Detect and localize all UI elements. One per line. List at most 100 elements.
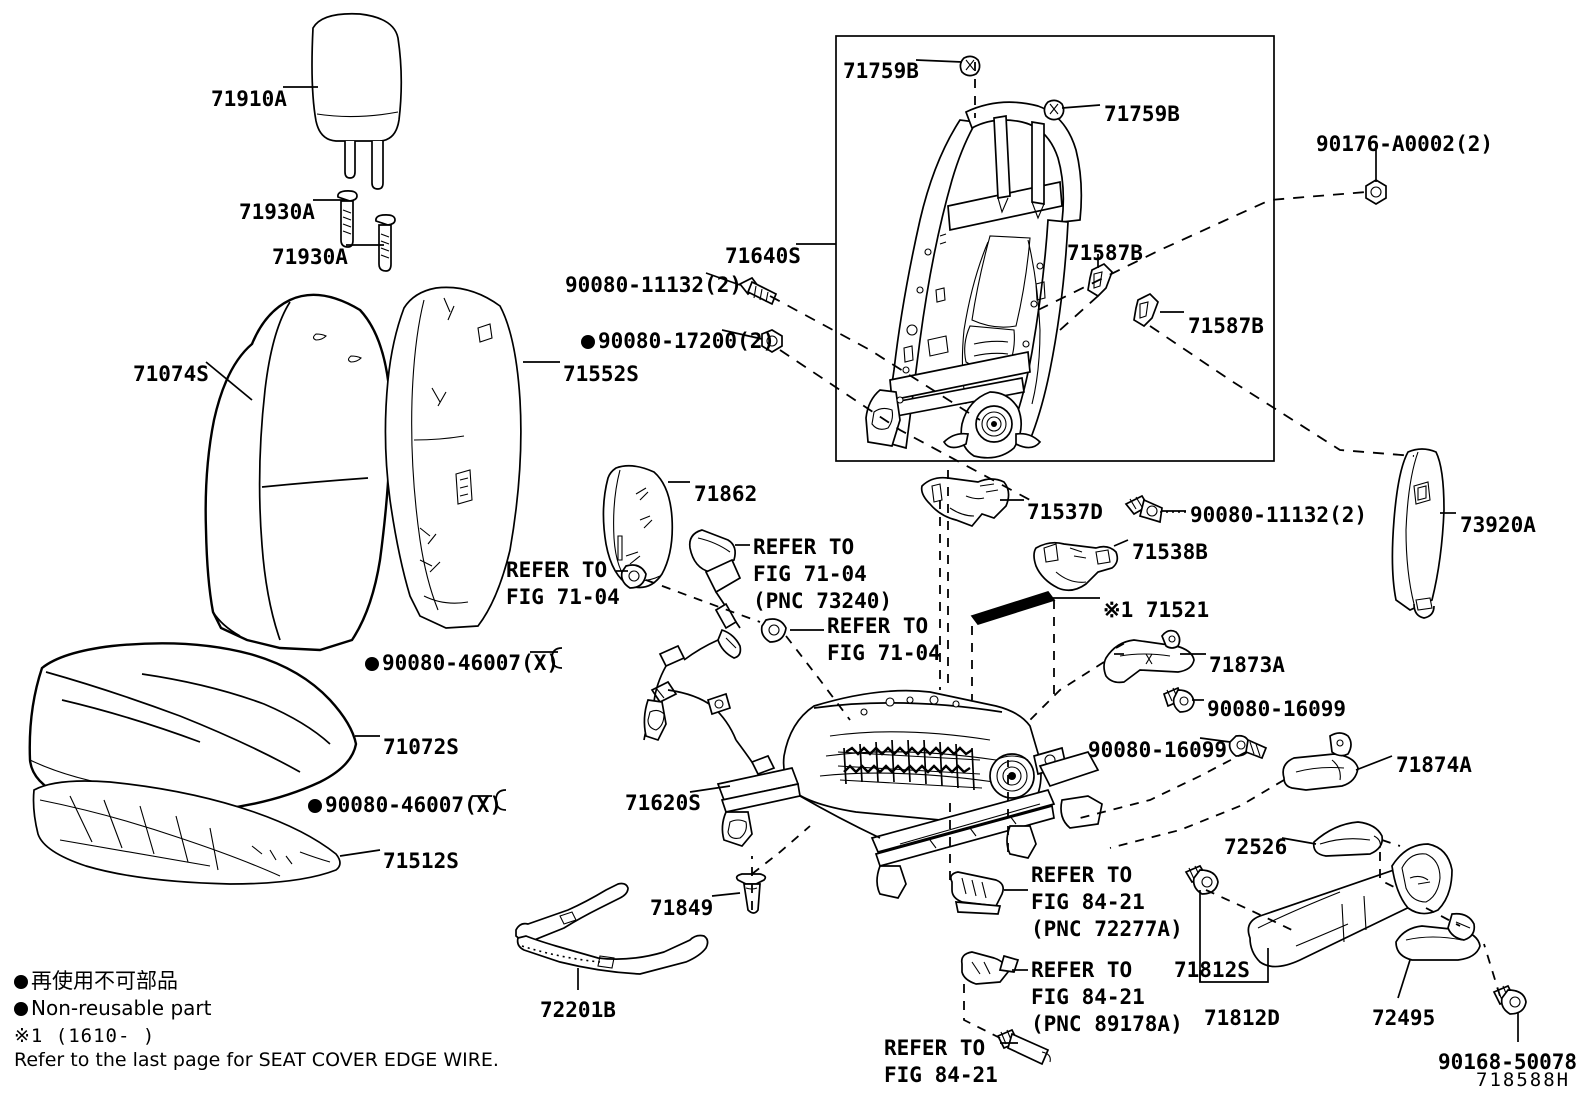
part-number-text: 71862	[694, 482, 758, 506]
part-71910A-headrest	[311, 12, 403, 190]
recliner-hub	[942, 391, 1042, 459]
part-number-text: 90080-11132(2)	[565, 273, 743, 297]
part-label-71587B: 71587B	[1188, 313, 1264, 340]
part-number-text: 90080-16099	[1207, 697, 1347, 721]
part-label-71862: 71862	[694, 481, 757, 508]
part-number-text: 71930A	[239, 200, 315, 224]
legend-japanese-row: 再使用不可部品	[14, 968, 178, 995]
clip-icon-90080-46007-upper	[551, 647, 563, 669]
part-71849-grommet	[735, 873, 767, 914]
refer-label-line: (PNC 73240)	[753, 588, 893, 613]
refer-label-line: REFER TO	[506, 558, 608, 582]
part-label-73920A: 73920A	[1460, 512, 1536, 539]
part-label-72526: 72526	[1224, 834, 1287, 861]
part-71074S-seatback-pad	[204, 293, 392, 652]
part-number-text: 71930A	[272, 245, 348, 269]
part-number-text: 71910A	[211, 87, 287, 111]
part-72201B-wire	[515, 882, 709, 975]
part-label-90168-50078: 90168-50078	[1438, 1049, 1577, 1076]
refer-label-line: (PNC 72277A)	[1031, 916, 1183, 941]
legend-note-mark: ※1 (1610- )	[14, 1025, 156, 1047]
part-number-text: 71512S	[383, 849, 459, 873]
part-73920A-side-shield	[1391, 448, 1445, 619]
part-number-text: 71759B	[843, 59, 919, 83]
refer-label-line: (PNC 89178A)	[1031, 1011, 1183, 1036]
part-label-90080-46007X: 90080-46007(X)	[365, 650, 559, 677]
refer-label-line: FIG 71-04	[827, 640, 941, 665]
part-label-71759B: 71759B	[1104, 101, 1180, 128]
diagram-id: 718588H	[1476, 1069, 1571, 1091]
part-71812S-clip	[1184, 864, 1219, 895]
part-90168-50078-bolt	[1492, 984, 1527, 1015]
legend-footer: Refer to the last page for SEAT COVER ED…	[14, 1049, 499, 1071]
part-71521-strip	[970, 591, 1056, 625]
part-number-text: 90080-16099	[1088, 738, 1228, 762]
part-number-text: 71537D	[1027, 500, 1103, 524]
part-connector-refer-7104-b	[760, 618, 787, 643]
part-71640S-seatback-frame	[865, 101, 1083, 459]
clip-icon-90080-46007-lower	[495, 789, 507, 811]
part-90080-17200-nut	[761, 329, 783, 353]
part-number-text: 71849	[650, 896, 714, 920]
part-label-72495: 72495	[1372, 1005, 1435, 1032]
part-label-71512S: 71512S	[383, 848, 459, 875]
part-number-text: 72526	[1224, 835, 1288, 859]
part-label-90080-111322: 90080-11132(2)	[565, 272, 742, 299]
part-label-71873A: 71873A	[1209, 652, 1285, 679]
part-number-text: 90168-50078	[1438, 1050, 1578, 1074]
part-71552S-seatback-cover	[384, 286, 522, 629]
part-label-71620S: 71620S	[625, 790, 701, 817]
part-number-text: 72201B	[540, 998, 616, 1022]
legend-english-row: Non-reusable part	[14, 996, 211, 1022]
assembly-dashed-lines	[645, 62, 1501, 1039]
refer-label-line: REFER TO	[827, 614, 929, 638]
part-label-72201B: 72201B	[540, 997, 616, 1024]
nonreusable-bullet-icon	[581, 335, 595, 349]
part-90080-11132-bolt-upper	[738, 276, 778, 306]
part-label-71072S: 71072S	[383, 734, 459, 761]
part-number-text: 71538B	[1132, 540, 1208, 564]
part-number-text: 71874A	[1396, 753, 1472, 777]
part-71620S-seat-track-assembly	[716, 689, 1103, 899]
part-label-71640S: 71640S	[725, 243, 801, 270]
part-label-171521: ※1 71521	[1103, 597, 1209, 624]
track-recliner-hub	[989, 753, 1035, 799]
part-refer-8421-pnc72277A	[950, 871, 1004, 915]
part-seat-wire-harness	[643, 529, 776, 776]
part-90176-A0002-nut	[1365, 179, 1387, 205]
part-label-71930A: 71930A	[239, 199, 315, 226]
part-label-90080-172002: 90080-17200(2)	[581, 328, 775, 355]
refer-label-line: FIG 71-04	[753, 561, 867, 586]
part-label-90080-46007X: 90080-46007(X)	[308, 792, 502, 819]
part-number-text: 71620S	[625, 791, 701, 815]
part-label-71537D: 71537D	[1027, 499, 1103, 526]
part-number-text: 71074S	[133, 362, 209, 386]
part-90080-11132-bolt-mid	[1124, 494, 1163, 524]
part-72526-cap	[1312, 821, 1384, 857]
part-label-71552S: 71552S	[563, 361, 639, 388]
refer-label-line: FIG 71-04	[506, 584, 620, 609]
refer-label-line: REFER TO	[1031, 958, 1133, 982]
part-number-text: 90080-46007(X)	[382, 651, 560, 675]
refer-label-line: REFER TO	[753, 535, 855, 559]
part-number-text: 90080-17200(2)	[598, 329, 776, 353]
part-label-90080-111322: 90080-11132(2)	[1190, 502, 1367, 529]
part-label-71587B: 71587B	[1067, 240, 1143, 267]
part-label-71910A: 71910A	[211, 86, 287, 113]
part-number-text: 71873A	[1209, 653, 1285, 677]
part-71537D-bracket	[920, 476, 1010, 528]
part-label-71849: 71849	[650, 895, 713, 922]
refer-label-line: FIG 84-21	[1031, 889, 1145, 914]
nonreusable-bullet-icon-2	[14, 1002, 28, 1016]
part-label-71874A: 71874A	[1396, 752, 1472, 779]
part-number-text: 71759B	[1104, 102, 1180, 126]
part-number-text: 71552S	[563, 362, 639, 386]
seat-springs	[837, 739, 983, 791]
refer-label-line: REFER TO	[884, 1036, 986, 1060]
